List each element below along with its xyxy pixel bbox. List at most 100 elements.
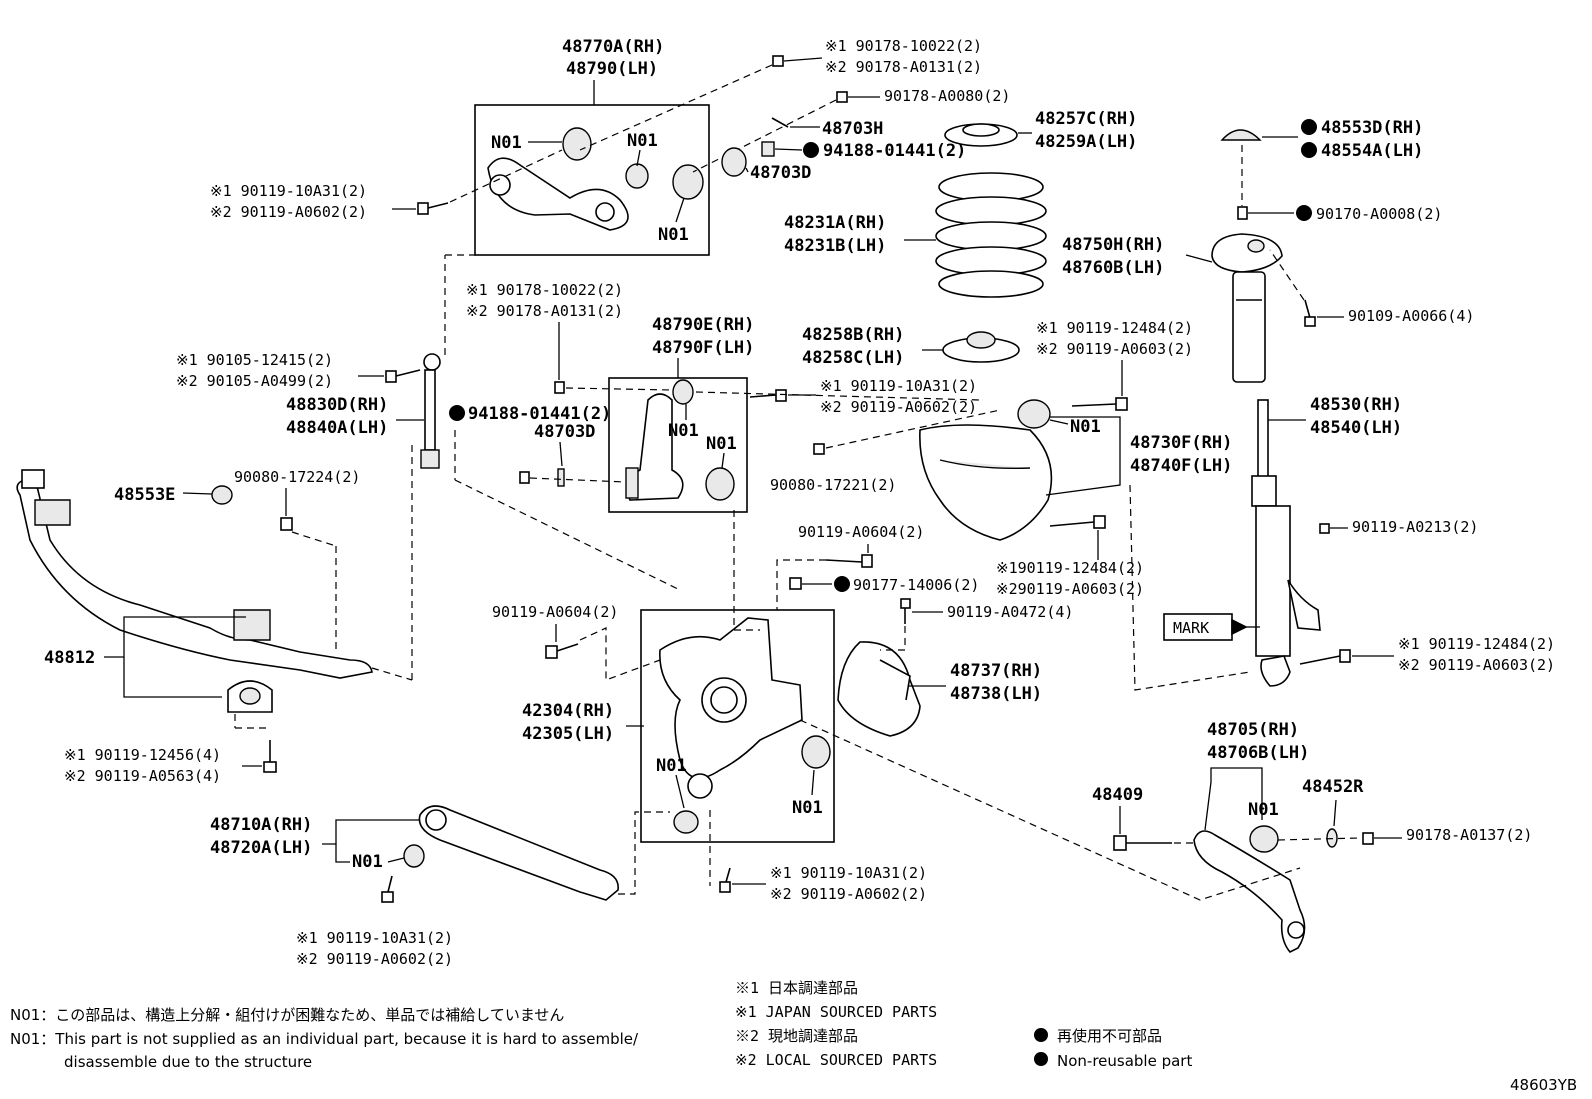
bolt-icon (1071, 397, 1128, 411)
label-mount-lh: 48760B(LH) (1062, 258, 1164, 278)
label-lower-arm-rh: 48730F(RH) (1130, 433, 1232, 453)
label-shock-lh: 48540(LH) (1310, 418, 1402, 438)
label-toe-arm-rh: 48790E(RH) (652, 315, 754, 335)
n01-tag: N01 (627, 131, 658, 151)
n01-tag: N01 (352, 852, 383, 872)
note-n01-japanese: N01：この部品は、構造上分解・組付けが困難なため、単品では補給していません (10, 1006, 564, 1024)
label-shock-rh: 48530(RH) (1310, 395, 1402, 415)
steering-knuckle-part (659, 617, 831, 834)
note-nonreusable-japanese: 再使用不可部品 (1057, 1027, 1162, 1045)
n01-tag: N01 (1248, 800, 1279, 820)
trailing-arm-part (625, 379, 735, 501)
bushing-icon (721, 147, 747, 177)
cover-plate-part (837, 641, 921, 737)
label-cover-rh: 48737(RH) (950, 661, 1042, 681)
bolt-icon (825, 554, 873, 568)
upper-arm-box (474, 104, 710, 256)
label-bolt-f2: ※290119-A0603(2) (996, 580, 1144, 598)
label-48553e: 48553E (114, 485, 175, 505)
n01-tag: N01 (491, 133, 522, 153)
washer-icon (761, 141, 775, 157)
bolt-icon (1299, 649, 1351, 665)
label-nut-a2: ※2 90178-A0131(2) (825, 58, 982, 76)
nut-icon (1237, 206, 1248, 220)
label-link-rh: 48830D(RH) (286, 395, 388, 415)
nut-icon (789, 577, 802, 590)
washer-icon (519, 471, 530, 484)
label-knuckle-rh: 42304(RH) (522, 701, 614, 721)
bolt-icon (1113, 835, 1172, 851)
label-nut-b: 90178-A0080(2) (884, 87, 1010, 105)
non-reusable-marker-icon (449, 405, 465, 421)
nut-icon (772, 55, 784, 67)
note-nonreusable-english: Non-reusable part (1057, 1052, 1192, 1070)
label-spring-lh: 48231B(LH) (784, 236, 886, 256)
n01-tag: N01 (706, 434, 737, 454)
rear-lower-arm-part (1193, 825, 1306, 953)
label-bolt-m1: ※1 90119-10A31(2) (770, 864, 927, 882)
label-bolt-i: 90119-A0604(2) (492, 603, 618, 621)
label-bolt-g: 90119-A0213(2) (1352, 518, 1478, 536)
bolt-icon (385, 369, 421, 383)
nut-icon (280, 517, 293, 531)
label-insulator-rh: 48257C(RH) (1035, 109, 1137, 129)
label-bolt-l1: ※1 90119-10A31(2) (296, 929, 453, 947)
non-reusable-marker-icon (1301, 142, 1317, 158)
note-n01-english-line2: disassemble due to the structure (64, 1053, 312, 1071)
nut-icon (1362, 832, 1374, 845)
bolt-icon (381, 875, 394, 903)
label-94188-a: 94188-01441(2) (823, 141, 966, 161)
coil-spring-part (935, 172, 1047, 298)
bushing-icon (211, 485, 233, 505)
note-source2-japanese: ※2 現地調達部品 (735, 1027, 858, 1045)
non-reusable-marker-icon (803, 142, 819, 158)
dust-cap-part (1220, 129, 1262, 141)
nut-icon (813, 443, 825, 455)
pin-icon (771, 117, 789, 128)
n01-tag: N01 (668, 421, 699, 441)
label-nut-h: 90177-14006(2) (853, 576, 979, 594)
label-bolt-j2: ※2 90119-A0603(2) (1398, 656, 1555, 674)
label-bolt-e: 90119-A0604(2) (798, 523, 924, 541)
bolt-icon (545, 643, 579, 659)
label-seat-lh: 48258C(LH) (802, 348, 904, 368)
note-source1-english: ※1 JAPAN SOURCED PARTS (735, 1003, 937, 1021)
label-nut-i: 90178-A0137(2) (1406, 826, 1532, 844)
label-bolt-j1: ※1 90119-12484(2) (1398, 635, 1555, 653)
non-reusable-marker-icon (1034, 1052, 1048, 1066)
label-nut-f: 90080-17221(2) (770, 476, 896, 494)
label-nut-d1: ※1 90178-10022(2) (466, 281, 623, 299)
stabilizer-bracket-part (227, 680, 273, 713)
label-toe-arm-lh: 48790F(LH) (652, 338, 754, 358)
note-source2-english: ※2 LOCAL SOURCED PARTS (735, 1051, 937, 1069)
label-knuckle-lh: 42305(LH) (522, 724, 614, 744)
label-nut-d2: ※2 90178-A0131(2) (466, 302, 623, 320)
bolt-icon (900, 598, 911, 624)
nut-icon (836, 91, 848, 103)
spring-insulator-part (944, 123, 1018, 147)
label-nut-c: 90170-A0008(2) (1316, 205, 1442, 223)
label-cap-rh: 48553D(RH) (1321, 118, 1423, 138)
shock-absorber-part (1251, 399, 1321, 687)
stabilizer-bar-part (16, 469, 373, 679)
label-bolt-l2: ※2 90119-A0602(2) (296, 950, 453, 968)
label-nut-a1: ※1 90178-10022(2) (825, 37, 982, 55)
non-reusable-marker-icon (1301, 119, 1317, 135)
label-lower-arm-lh: 48740F(LH) (1130, 456, 1232, 476)
bolt-icon (263, 740, 277, 773)
non-reusable-marker-icon (1034, 1028, 1048, 1042)
strut-mount-part (1211, 233, 1283, 383)
label-upper-arm-rh: 48770A(RH) (562, 37, 664, 57)
label-nut-e1: ※1 90105-12415(2) (176, 351, 333, 369)
label-upper-arm-lh: 48790(LH) (566, 59, 658, 79)
label-bolt-d1: ※1 90119-10A31(2) (820, 377, 977, 395)
mark-label-tag: MARK (1163, 613, 1248, 641)
lower-link-part (403, 805, 619, 901)
lower-arm-part (919, 399, 1053, 541)
bushing-icon (557, 468, 565, 487)
label-link-lh: 48840A(LH) (286, 418, 388, 438)
non-reusable-marker-icon (834, 576, 850, 592)
washer-icon (1326, 828, 1338, 848)
